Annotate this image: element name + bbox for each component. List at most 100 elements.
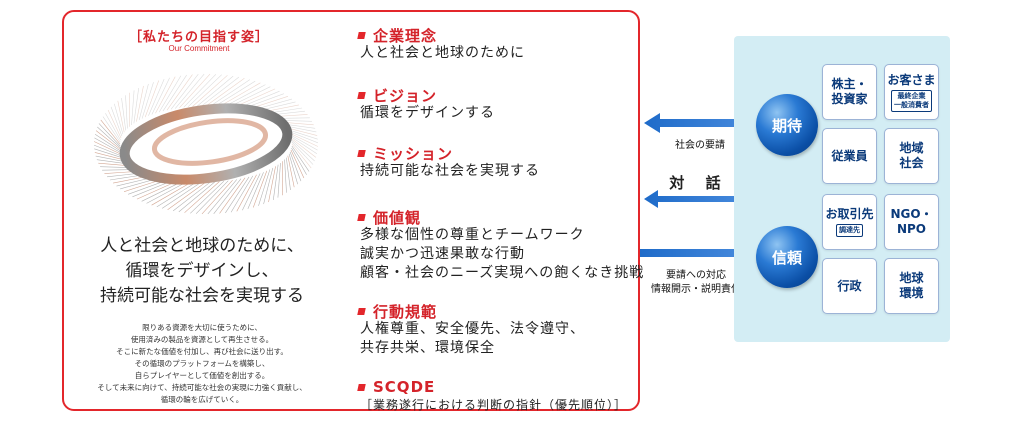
ring-ray xyxy=(161,181,202,209)
ring-ray xyxy=(166,74,193,111)
dialog-label: 対 話 xyxy=(669,174,729,192)
stakeholder-label: お取引先 xyxy=(825,207,874,221)
ring-ray xyxy=(110,106,123,137)
trust-orb: 信頼 xyxy=(756,226,818,288)
ring-ray xyxy=(291,143,312,169)
ring-ray xyxy=(114,103,124,135)
principle-text: 誠実かつ迅速果敢な行動 xyxy=(360,246,525,262)
ring-ray xyxy=(289,135,318,155)
stakeholder-label: 地球 環境 xyxy=(899,271,924,300)
ring-ray xyxy=(167,181,207,210)
principle-title: 行動規範 xyxy=(373,302,438,321)
ring-ray xyxy=(97,126,121,149)
principle-item: SCQDE ［業務遂行における判断の指針（優先順位）］ xyxy=(356,378,627,415)
request-arrow-icon xyxy=(644,113,768,133)
stakeholder-global-environment: 地球 環境 xyxy=(884,258,939,314)
ring-ray xyxy=(291,139,315,162)
principle-item: 企業理念 人と社会と地球のために xyxy=(356,26,525,63)
ring-ray xyxy=(287,131,318,147)
principle-text: 持続可能な社会を実現する xyxy=(360,163,540,179)
ring-ray xyxy=(273,164,279,200)
ring-ray xyxy=(138,83,149,121)
request-label: 社会の要請 xyxy=(675,140,725,151)
stakeholder-sublabel: 最終企業 一般消費者 xyxy=(891,89,932,112)
principle-text: 人権尊重、安全優先、法令遵守、 xyxy=(360,321,585,337)
statement-line: 人と社会と地球のために、 xyxy=(100,236,304,256)
ring-ray xyxy=(284,159,287,193)
ring-ray xyxy=(289,151,302,182)
commitment-title: ［私たちの目指す姿］ xyxy=(128,30,269,45)
ring-ray xyxy=(223,84,266,108)
stakeholder-label: 地域 社会 xyxy=(899,141,924,170)
ring-ray xyxy=(141,82,154,119)
principle-text: 循環をデザインする xyxy=(360,105,495,121)
ring-ray xyxy=(95,130,122,151)
ring-ray xyxy=(291,141,314,165)
ring-ray xyxy=(242,173,261,211)
ring-ray xyxy=(117,100,125,133)
ring-ray xyxy=(125,95,128,129)
dialog-arrow-icon xyxy=(644,190,766,208)
ring-ray xyxy=(170,73,199,110)
ring-ray xyxy=(93,141,125,157)
ring-ray xyxy=(214,80,256,107)
ring-ray xyxy=(162,74,187,112)
ring-ray xyxy=(195,180,229,214)
ring-ray xyxy=(225,176,250,214)
stakeholder-label: 行政 xyxy=(837,278,862,293)
bullet-square-icon xyxy=(357,149,366,157)
ring-ray xyxy=(196,75,234,107)
stakeholder-government: 行政 xyxy=(822,258,877,314)
stakeholder-ngo-npo: NGO・ NPO xyxy=(884,194,939,250)
stakeholder-sublabel: 調達先 xyxy=(836,224,863,237)
ring-ray xyxy=(148,78,165,116)
bullet-square-icon xyxy=(357,383,366,391)
principle-item: 価値観 多様な個性の尊重とチームワーク 誠実かつ迅速果敢な行動 顧客・社会のニー… xyxy=(356,208,644,283)
ring-ray xyxy=(205,78,245,107)
ring-ray xyxy=(277,162,281,198)
body-line: 循環の輪を広げていく。 xyxy=(160,395,244,404)
ring-ray xyxy=(102,116,121,143)
principle-title: SCQDE xyxy=(373,378,436,396)
ring-ray xyxy=(151,181,193,206)
ring-ray xyxy=(144,80,160,118)
principle-text: 共存共栄、環境保全 xyxy=(360,340,495,356)
commitment-statement: 人と社会と地球のために、 循環をデザインし、 持続可能な社会を実現する xyxy=(84,234,320,309)
ring-ray xyxy=(179,73,211,109)
stakeholder-label: 従業員 xyxy=(831,148,868,163)
commitment-panel: ［私たちの目指す姿］ Our Commitment 人と社会と地球のために、 循… xyxy=(62,10,643,412)
ring-ray xyxy=(98,123,121,147)
ring-ray xyxy=(290,149,305,179)
response-arrow-icon xyxy=(640,243,764,263)
body-line: 使用済みの製品を資源として再生させる。 xyxy=(130,335,274,344)
principle-title: ビジョン xyxy=(373,86,438,105)
ring-ray xyxy=(121,97,127,131)
body-line: そこに新たな価値を付加し、再び社会に送り出す。 xyxy=(116,347,288,356)
commitment-body: 限りある資源を大切に使うために、 使用済みの製品を資源として再生させる。 そこに… xyxy=(84,322,320,406)
body-line: その循環のプラットフォームを構築し、 xyxy=(134,359,270,368)
principle-item: ミッション 持続可能な社会を実現する xyxy=(356,144,540,181)
body-line: 自らプレイヤーとして価値を創出する。 xyxy=(134,371,270,380)
stakeholder-community: 地域 社会 xyxy=(884,128,939,184)
ring-ray xyxy=(155,76,176,114)
stakeholder-shareholders: 株主・ 投資家 xyxy=(822,64,877,120)
ring-ray xyxy=(172,181,211,212)
ring-ray xyxy=(290,137,317,158)
ring-ray xyxy=(230,175,254,213)
principle-text: 多様な個性の尊重とチームワーク xyxy=(360,227,585,243)
ring-ray xyxy=(136,85,144,122)
ring-ray xyxy=(285,157,291,191)
ring-ray xyxy=(258,169,271,206)
ring-ray xyxy=(151,77,170,115)
ring-ray xyxy=(156,181,198,208)
ring-ray xyxy=(187,74,222,108)
ring-ray xyxy=(146,180,189,204)
ring-ray xyxy=(236,174,257,212)
ring-ray xyxy=(94,137,124,155)
ring-ray xyxy=(252,170,268,208)
principle-title: 企業理念 xyxy=(373,26,438,45)
principle-text: 顧客・社会のニーズ実現への飽くなき挑戦 xyxy=(360,265,645,281)
ring-ray xyxy=(288,153,298,185)
ring-ray xyxy=(268,166,276,203)
commitment-subtitle: Our Commitment xyxy=(168,44,230,53)
